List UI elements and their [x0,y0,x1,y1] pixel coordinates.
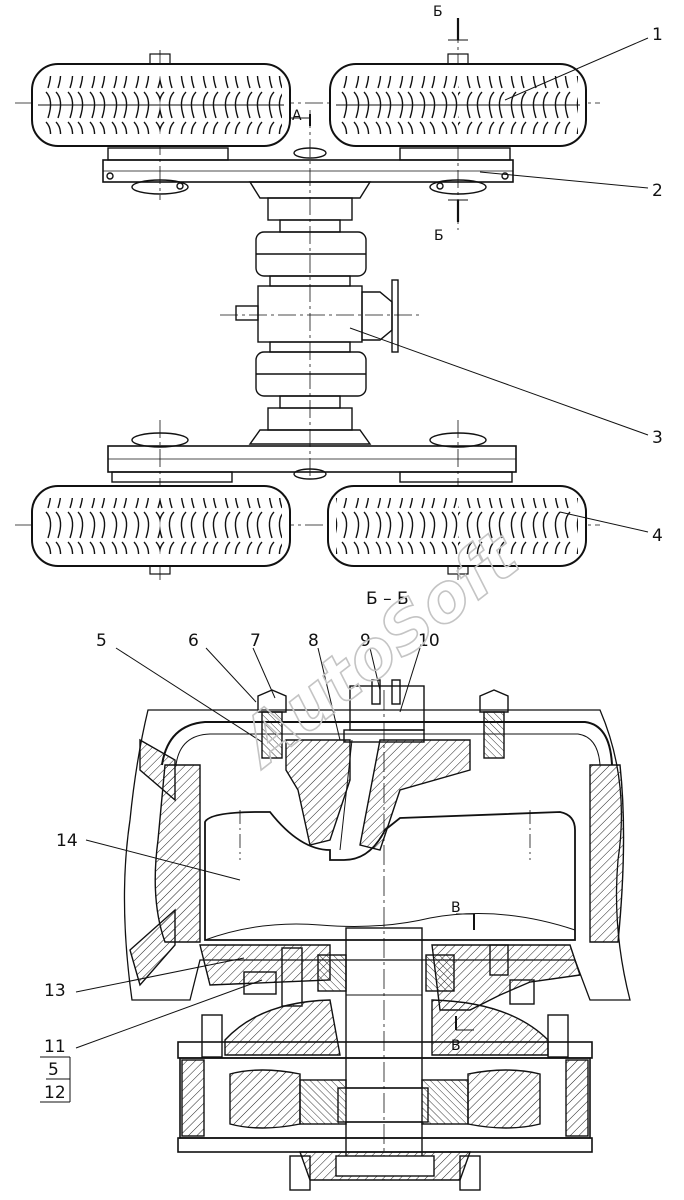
fraction-top: 5 [48,1060,59,1080]
bolt-top-left [257,689,287,759]
leader-lines [75,37,649,1049]
tyre-top-left [31,63,291,147]
callout-5: 5 [96,631,107,651]
callout-11: 11 [44,1037,66,1057]
bolt-top-right [479,689,509,759]
callout-2: 2 [652,181,663,201]
section-mark-b-top: Б [433,4,443,20]
callout-9: 9 [360,631,371,651]
callout-4: 4 [652,526,663,546]
callout-6: 6 [188,631,199,651]
callout-10: 10 [418,631,440,651]
bogie-beam-bottom [107,432,517,483]
callout-14: 14 [56,831,78,851]
callout-7: 7 [250,631,261,651]
tyre-bottom-right [327,485,587,567]
section-mark-v-top: В [451,900,461,916]
section-mark-v-bottom: В [451,1038,461,1054]
section-title: Б – Б [366,589,409,609]
section-mark-a: A [292,108,302,124]
section-mark-b-bottom: Б [434,228,444,244]
tyre-bottom-left [31,485,291,567]
top-view [15,18,600,580]
callout-1: 1 [652,25,663,45]
callout-3: 3 [652,428,663,448]
central-column [235,181,399,445]
callout-13: 13 [44,981,66,1001]
bogie-beam-top [102,147,514,195]
section-view [123,679,631,1191]
callout-8: 8 [308,631,319,651]
tyre-top-right [329,63,587,147]
fraction-bottom: 12 [44,1083,66,1103]
